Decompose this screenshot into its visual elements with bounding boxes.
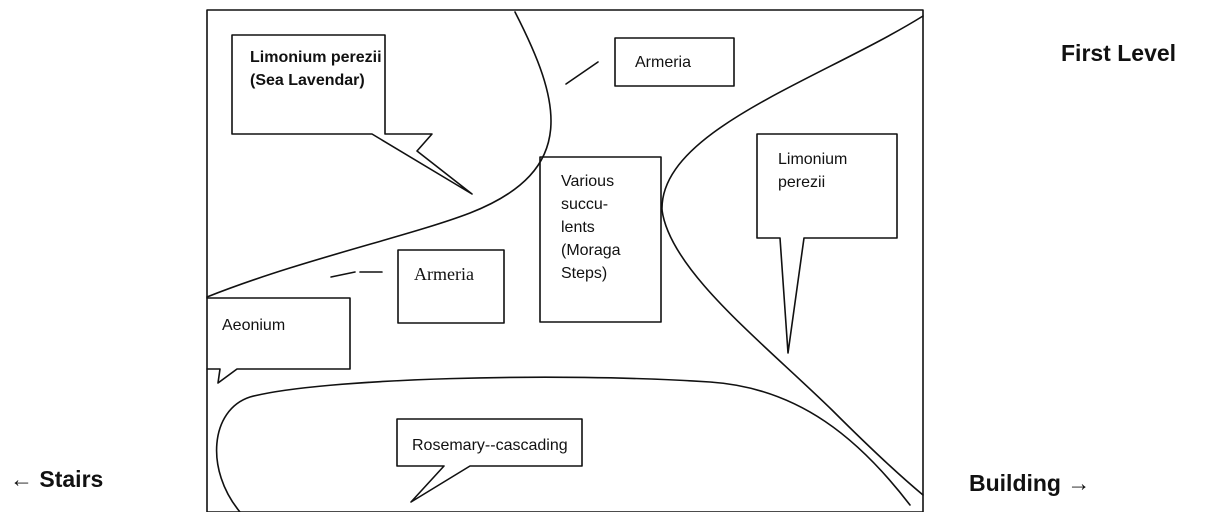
limonium-right-line2: perezii (778, 174, 826, 191)
armeria-top-box (614, 37, 735, 87)
armeria-top-label: Armeria (635, 54, 692, 71)
sea-lavender-line1: Limonium perezii (250, 49, 382, 66)
aeonium-label: Aeonium (222, 317, 286, 334)
rosemary-callout (396, 418, 583, 503)
succulents-line2: succu- (561, 196, 609, 213)
armeria-mid-leader-a (330, 271, 356, 278)
bottom-path-curve (215, 376, 911, 512)
stairs-direction-label: ← Stairs (10, 466, 104, 492)
limonium-right-label: Limonium perezii (778, 148, 847, 194)
succulents-line5: Steps) (561, 265, 608, 282)
level-title: First Level (1061, 40, 1177, 66)
limonium-right-line1: Limonium (778, 151, 848, 168)
succulents-box (539, 156, 662, 323)
sea-lavender-label: Limonium perezii (Sea Lavendar) (250, 46, 382, 92)
armeria-mid-box (397, 249, 505, 324)
rosemary-label: Rosemary--cascading (412, 437, 568, 454)
succulents-line4: (Moraga (561, 242, 621, 259)
left-curve (206, 11, 552, 298)
succulents-label: Various succu- lents (Moraga Steps) (561, 170, 621, 285)
succulents-line1: Various (561, 173, 615, 190)
building-direction-label: Building → (969, 470, 1091, 496)
right-curve-upper (661, 15, 924, 211)
right-curve-lower (661, 209, 924, 496)
limonium-right-callout (756, 133, 898, 354)
succulents-line3: lents (561, 219, 595, 236)
sea-lavender-line2: (Sea Lavendar) (250, 72, 365, 89)
bed-border (206, 9, 924, 512)
aeonium-callout (206, 297, 351, 384)
sea-lavender-callout (231, 34, 473, 195)
armeria-mid-label: Armeria (414, 264, 474, 284)
armeria-top-leader (565, 61, 599, 85)
